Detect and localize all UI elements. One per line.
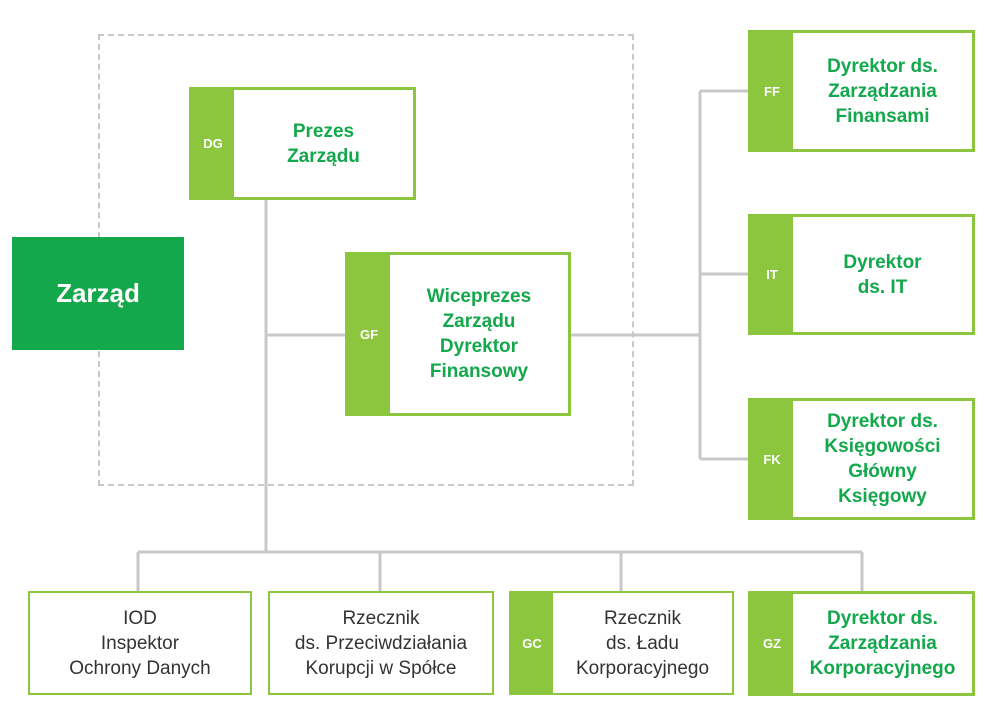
unit-gf-title: Wiceprezes Zarządu Dyrektor Finansowy — [426, 286, 532, 382]
unit-rk-box: Rzecznik ds. Przeciwdziałania Korupcji w… — [268, 591, 494, 695]
unit-gz-box: GZ Dyrektor ds. Zarządzania Korporacyjne… — [748, 591, 975, 696]
unit-it-box: IT Dyrektor ds. IT — [748, 214, 975, 335]
unit-dg-title: Prezes Zarządu — [287, 120, 360, 167]
unit-gf-code: GF — [348, 255, 390, 413]
unit-ff-box: FF Dyrektor ds. Zarządzania Finansami — [748, 30, 975, 152]
unit-iod-title: IOD Inspektor Ochrony Danych — [69, 607, 211, 679]
unit-fk-code: FK — [751, 401, 793, 517]
unit-gz-code: GZ — [751, 594, 793, 693]
unit-fk-box: FK Dyrektor ds. Księgowości Główny Księg… — [748, 398, 975, 520]
unit-rk-title: Rzecznik ds. Przeciwdziałania Korupcji w… — [294, 607, 468, 679]
unit-it-code: IT — [751, 217, 793, 332]
unit-dg-code: DG — [192, 90, 234, 197]
unit-gc-code: GC — [511, 593, 553, 693]
unit-dg-box: DG Prezes Zarządu — [189, 87, 416, 200]
unit-fk-title: Dyrektor ds. Księgowości Główny Księgowy — [824, 411, 941, 507]
unit-it-title: Dyrektor ds. IT — [843, 251, 922, 298]
unit-ff-title: Dyrektor ds. Zarządzania Finansami — [827, 55, 938, 127]
unit-gz-title: Dyrektor ds. Zarządzania Korporacyjnego — [809, 608, 956, 679]
unit-gc-box: GC Rzecznik ds. Ładu Korporacyjnego — [509, 591, 734, 695]
unit-iod-box: IOD Inspektor Ochrony Danych — [28, 591, 252, 695]
board-box: Zarząd — [12, 237, 184, 350]
unit-gc-title: Rzecznik ds. Ładu Korporacyjnego — [575, 607, 710, 679]
unit-ff-code: FF — [751, 33, 793, 149]
board-label: Zarząd — [56, 278, 140, 308]
unit-gf-box: GF Wiceprezes Zarządu Dyrektor Finansowy — [345, 252, 571, 416]
